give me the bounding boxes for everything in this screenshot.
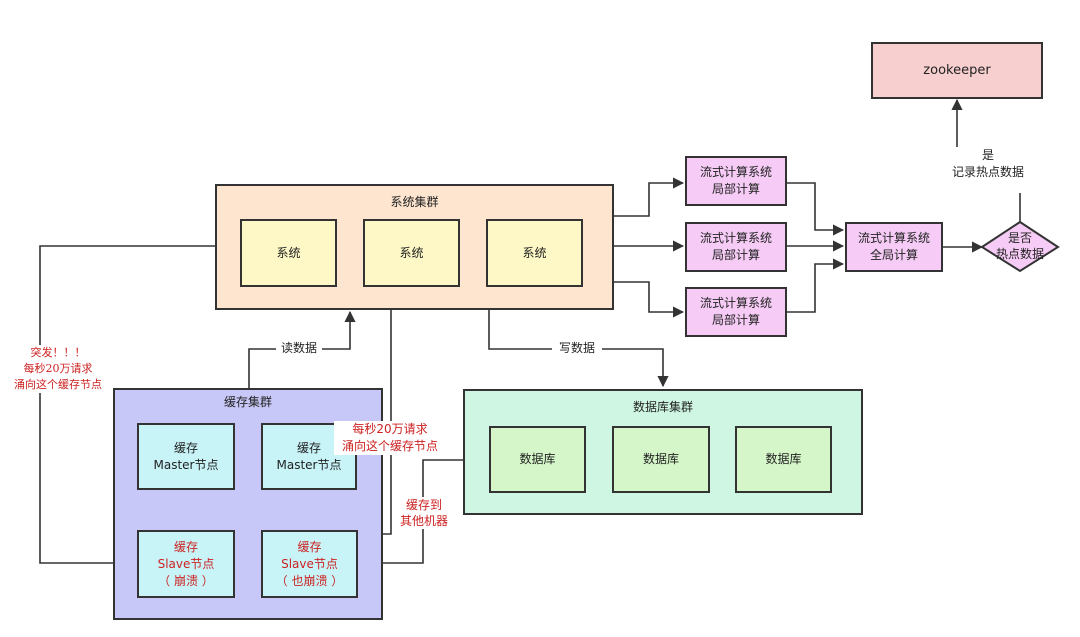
- zookeeper-box: zookeeper: [871, 42, 1043, 99]
- decision-diamond: [980, 220, 1060, 273]
- system-node-2: 系统: [363, 219, 460, 287]
- cache-master-2-line1: 缓存: [296, 440, 321, 455]
- stream-local-2: 流式计算系统 局部计算: [685, 222, 787, 272]
- decision-label: 是否 热点数据: [980, 230, 1060, 262]
- yes-label-line1: 是: [981, 148, 994, 162]
- stream-global-line1: 流式计算系统: [857, 231, 930, 245]
- cache-slave-1-line1: 缓存: [173, 539, 198, 554]
- cache-slave-1: 缓存 Slave节点 （ 崩溃 ）: [137, 530, 235, 598]
- cache-master-1-line1: 缓存: [173, 440, 198, 455]
- db-node-1: 数据库: [489, 426, 586, 493]
- yes-label: 是 记录热点数据: [938, 147, 1038, 181]
- yes-label-line2: 记录热点数据: [951, 165, 1024, 179]
- cache-slave-2-line1: 缓存: [297, 539, 322, 554]
- cache-master-1: 缓存 Master节点: [137, 423, 235, 490]
- burst2-label-line2: 涌向这个缓存节点: [341, 439, 438, 453]
- db-cluster-title: 数据库集群: [632, 400, 693, 414]
- burst-label-line2: 每秒20万请求: [23, 362, 93, 375]
- cache-cluster-title: 缓存集群: [223, 395, 272, 409]
- edge-cluster-to-stream3: [614, 281, 685, 318]
- burst-label-line3: 涌向这个缓存节点: [14, 378, 102, 391]
- burst-label: 突发！！！ 每秒20万请求 涌向这个缓存节点: [4, 345, 112, 393]
- stream-global: 流式计算系统 全局计算: [845, 222, 943, 272]
- edge-stream1-to-global: [787, 182, 845, 236]
- decision-line1: 是否: [1007, 231, 1032, 245]
- cache-to-label-line2: 其他机器: [399, 514, 448, 528]
- stream-local-1-line2: 局部计算: [711, 182, 760, 196]
- stream-local-1: 流式计算系统 局部计算: [685, 156, 787, 206]
- cache-to-label-line1: 缓存到: [405, 498, 442, 512]
- cache-slave-2-line2: Slave节点: [281, 556, 338, 571]
- write-label: 写数据: [552, 340, 602, 357]
- stream-local-2-line2: 局部计算: [711, 248, 760, 262]
- system-node-3: 系统: [486, 219, 583, 287]
- edge-stream3-to-global: [787, 258, 845, 313]
- stream-local-1-line1: 流式计算系统: [699, 165, 772, 179]
- stream-local-3: 流式计算系统 局部计算: [685, 287, 787, 337]
- burst2-label: 每秒20万请求 涌向这个缓存节点: [334, 421, 446, 455]
- decision-line2: 热点数据: [995, 247, 1044, 261]
- cache-master-2-line2: Master节点: [276, 457, 342, 472]
- burst2-label-line1: 每秒20万请求: [352, 422, 428, 436]
- read-label: 读数据: [276, 340, 322, 357]
- system-node-1: 系统: [240, 219, 337, 287]
- stream-local-3-line1: 流式计算系统: [699, 296, 772, 310]
- cache-slave-2: 缓存 Slave节点 （ 也崩溃 ）: [261, 530, 358, 598]
- system-cluster-title: 系统集群: [390, 195, 439, 209]
- edge-cluster-to-slave1: [39, 245, 215, 569]
- db-node-3: 数据库: [735, 426, 832, 493]
- cache-slave-1-line3: （ 崩溃 ）: [158, 573, 214, 588]
- edge-cluster-to-stream1: [614, 177, 685, 217]
- cache-to-label: 缓存到 其他机器: [396, 497, 452, 529]
- db-node-2: 数据库: [612, 426, 710, 493]
- cache-master-1-line2: Master节点: [153, 457, 219, 472]
- cache-slave-2-line3: （ 也崩溃 ）: [275, 573, 344, 588]
- stream-local-2-line1: 流式计算系统: [699, 231, 772, 245]
- cache-slave-1-line2: Slave节点: [157, 556, 215, 571]
- burst-label-line1: 突发！！！: [30, 346, 86, 359]
- stream-global-line2: 全局计算: [869, 248, 918, 262]
- stream-local-3-line2: 局部计算: [711, 313, 760, 327]
